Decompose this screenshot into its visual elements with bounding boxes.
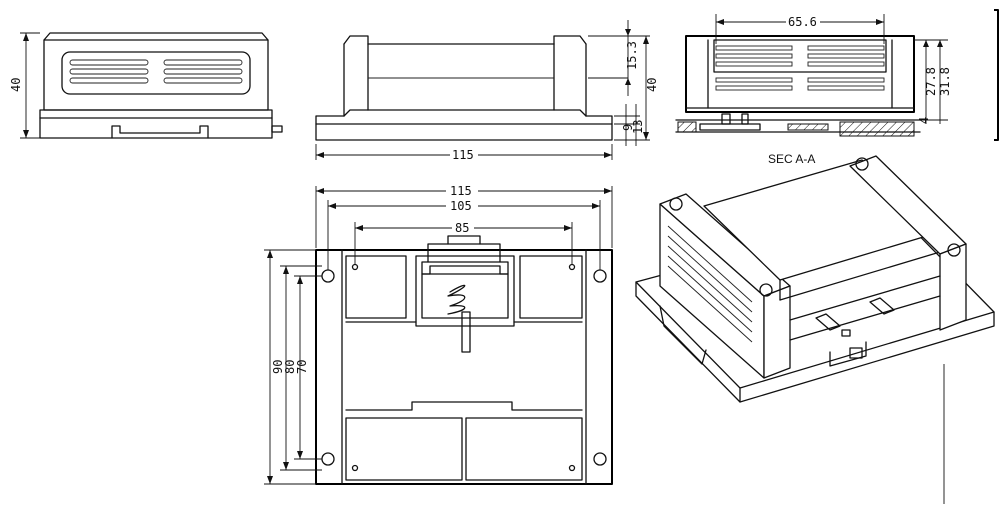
dim-label: 13	[631, 120, 645, 134]
dim-label: 85	[455, 221, 469, 235]
dim-front-height: 40	[9, 32, 40, 139]
iso-vent-slots	[667, 225, 753, 343]
dim-side-length: 115	[315, 144, 613, 162]
dim-label: 65.6	[788, 15, 817, 29]
dim-label: 115	[450, 184, 472, 198]
dim-top-heights: 90 80 70	[264, 249, 322, 485]
dim-section-width: 65.6	[715, 14, 885, 44]
dim-label: 15.3	[625, 41, 639, 70]
dim-label: 40	[645, 78, 659, 92]
front-vent-slots	[69, 59, 243, 84]
side-view: 115 15.3 40 9 13	[315, 20, 659, 162]
isometric-view	[635, 155, 995, 504]
dim-label: 90	[271, 360, 285, 374]
dim-section-heights: 27.8 31.8 4	[914, 39, 952, 124]
dim-label: 80	[283, 360, 297, 374]
dim-top-widths: 115 105 85	[315, 184, 613, 270]
section-vent-slots	[715, 45, 885, 91]
dim-side-heights: 15.3 40 9 13	[588, 20, 659, 146]
dim-label: 27.8	[924, 67, 938, 96]
top-view: 115 105 85 90 80	[264, 184, 613, 485]
dim-label: 105	[450, 199, 472, 213]
dim-label: 31.8	[938, 67, 952, 96]
section-view: 65.6 27.8 31.8 4 SEC A-A	[675, 9, 999, 166]
dim-label: 4	[917, 117, 931, 124]
dim-label: 70	[295, 360, 309, 374]
dim-label: 9	[621, 124, 635, 131]
dim-label: 40	[9, 78, 23, 92]
dim-label: 115	[452, 148, 474, 162]
section-caption: SEC A-A	[768, 152, 815, 166]
front-view: 40	[9, 32, 283, 139]
